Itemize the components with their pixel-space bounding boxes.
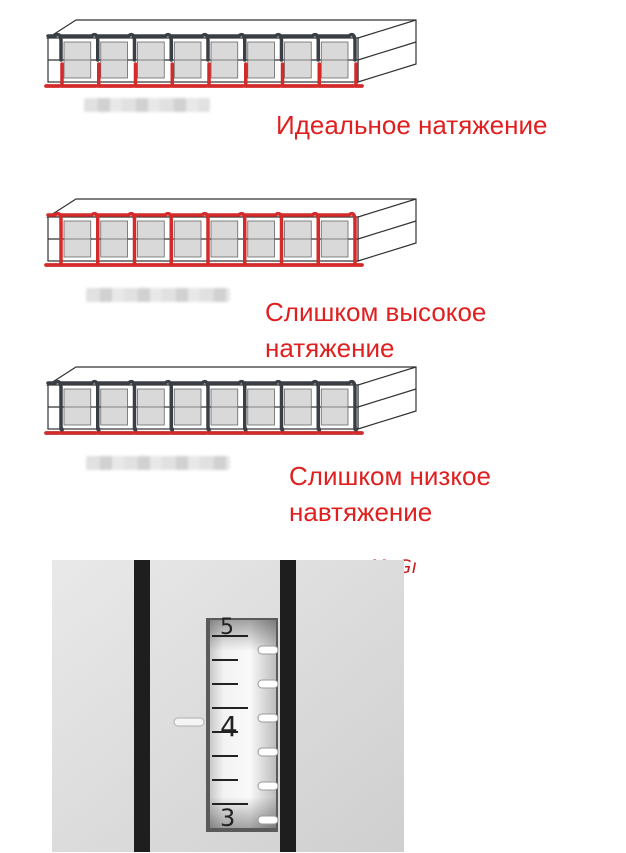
blurred-caption-too-low [86,456,230,470]
stitch-panel-too-low: Слишком низкое навтяжение [0,355,626,535]
dial-number-5: 5 [220,615,234,640]
dial-number-4: 4 [220,710,238,743]
stitch-diagram-too-low [44,366,417,435]
stitch-panel-too-high: Слишком высокое натяжение [0,195,626,370]
caption-too-high-line1: Слишком высокое [265,297,487,327]
tension-dial-photo: 5 4 3 [52,560,404,852]
caption-too-high-line2: натяжение [265,333,395,363]
caption-ideal: Идеальное натяжение [276,110,548,140]
stitch-diagram-too-high [44,198,417,267]
stitch-panel-ideal: Идеальное натяжение [0,0,626,160]
caption-too-low-line1: Слишком низкое [289,461,491,491]
stitch-diagram-ideal [44,19,417,88]
blurred-caption-too-high [86,288,230,302]
top-thread [46,211,357,267]
dial-number-3: 3 [220,804,235,832]
top-thread [46,32,357,62]
top-thread [46,379,357,431]
blurred-caption-ideal [84,98,210,112]
caption-too-low-line2: навтяжение [289,497,433,527]
